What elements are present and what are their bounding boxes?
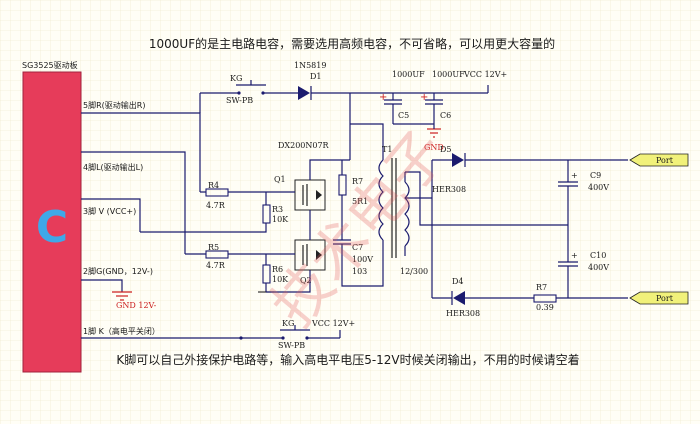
pin4-label: 4脚L(驱动输出L) — [83, 162, 143, 172]
r7b-label: R7 — [536, 283, 547, 292]
d5-label: D5 — [440, 145, 452, 154]
r4-label: R4 — [208, 181, 219, 190]
d5-part: HER308 — [432, 185, 466, 194]
d4-part: HER308 — [446, 309, 480, 318]
r3-wire — [140, 192, 267, 233]
transformer-t1 — [378, 158, 410, 258]
swpb-top-label: SW-PB — [226, 96, 253, 105]
d4-label: D4 — [452, 277, 464, 286]
c10-value: 400V — [588, 263, 609, 272]
kg-top-label: KG — [230, 74, 242, 83]
c6-label: C6 — [440, 111, 451, 120]
q2-label: Q2 — [300, 276, 312, 285]
mosfet-part-label: DX200N07R — [278, 141, 330, 150]
c7-label: C7 — [352, 243, 363, 252]
vcc-bottom-label: VCC 12V+ — [311, 319, 355, 328]
pin1-label: 1脚 K（高电平关闭） — [83, 326, 160, 336]
pin2-label: 2脚G(GND，12V-) — [83, 266, 153, 276]
pin4-wire — [81, 151, 186, 254]
c7-wire — [341, 240, 384, 287]
c9-value: 400V — [588, 183, 609, 192]
push-switch-bottom — [239, 325, 341, 340]
footer-note: K脚可以自己外接保护电路等，输入高电平电压5-12V时候关闭输出，不用的时候请空… — [116, 352, 579, 367]
r7-value: 5R1 — [352, 197, 368, 206]
port-bottom-label: Port — [656, 294, 674, 303]
capacitor-c5: + — [379, 92, 402, 124]
t1-label: T1 — [382, 145, 392, 154]
capacitor-c6: + — [420, 92, 443, 124]
pin5-label: 5脚R(驱动输出R) — [83, 100, 145, 110]
driver-board — [22, 71, 82, 373]
r6-value: 10K — [272, 275, 289, 284]
pin2-wire — [81, 279, 123, 292]
q1-label: Q1 — [274, 175, 286, 184]
push-switch-top — [200, 80, 290, 95]
t1-ratio: 12/300 — [400, 267, 428, 276]
c5-value: 1000UF — [392, 70, 425, 79]
r5-label: R5 — [208, 243, 219, 252]
pin3-wire — [81, 198, 141, 232]
c7-value-b: 103 — [352, 267, 367, 276]
q2-source-wire — [266, 270, 311, 293]
board-label: SG3525驱动板 — [22, 60, 78, 70]
vcc-label: VCC 12V+ — [463, 70, 507, 79]
output-port-bottom — [629, 291, 689, 305]
kg-bottom-label: KG — [282, 319, 294, 328]
gnd-12v-label: GND 12V- — [116, 301, 157, 310]
c7-value-a: 100V — [352, 255, 373, 264]
q1-drain-wire — [309, 159, 350, 180]
d1-part-label: 1N5819 — [294, 61, 326, 70]
r3-label: R3 — [272, 205, 283, 214]
output-port-top — [629, 153, 689, 167]
port-top-label: Port — [656, 156, 674, 165]
c9-label: C9 — [590, 171, 601, 180]
svg-text:+: + — [379, 92, 387, 103]
c5-label: C5 — [398, 111, 409, 120]
ground-symbol-12v — [112, 291, 132, 301]
c6-value: 1000UF — [432, 70, 465, 79]
chip-letter: C — [36, 202, 68, 253]
d1-label: D1 — [310, 72, 322, 81]
rail-to-t1 — [350, 123, 384, 160]
swpb-bottom-label: SW-PB — [278, 341, 305, 350]
r7-label: R7 — [352, 177, 363, 186]
svg-text:+: + — [571, 251, 578, 260]
center-tap-wire — [405, 171, 568, 226]
svg-text:+: + — [420, 92, 428, 103]
pin3-label: 3脚 V (VCC+) — [83, 206, 136, 216]
svg-text:+: + — [571, 171, 578, 180]
r4-value: 4.7R — [206, 201, 226, 210]
r6-label: R6 — [272, 265, 283, 274]
c10-label: C10 — [590, 251, 606, 260]
gnd-label: GND — [424, 143, 444, 152]
title-note: 1000UF的是主电路电容，需要选用高频电容，不可省略，可以用更大容量的 — [149, 36, 555, 51]
r3-value: 10K — [272, 215, 289, 224]
r5-value: 4.7R — [206, 261, 226, 270]
r7b-value: 0.39 — [536, 303, 554, 312]
